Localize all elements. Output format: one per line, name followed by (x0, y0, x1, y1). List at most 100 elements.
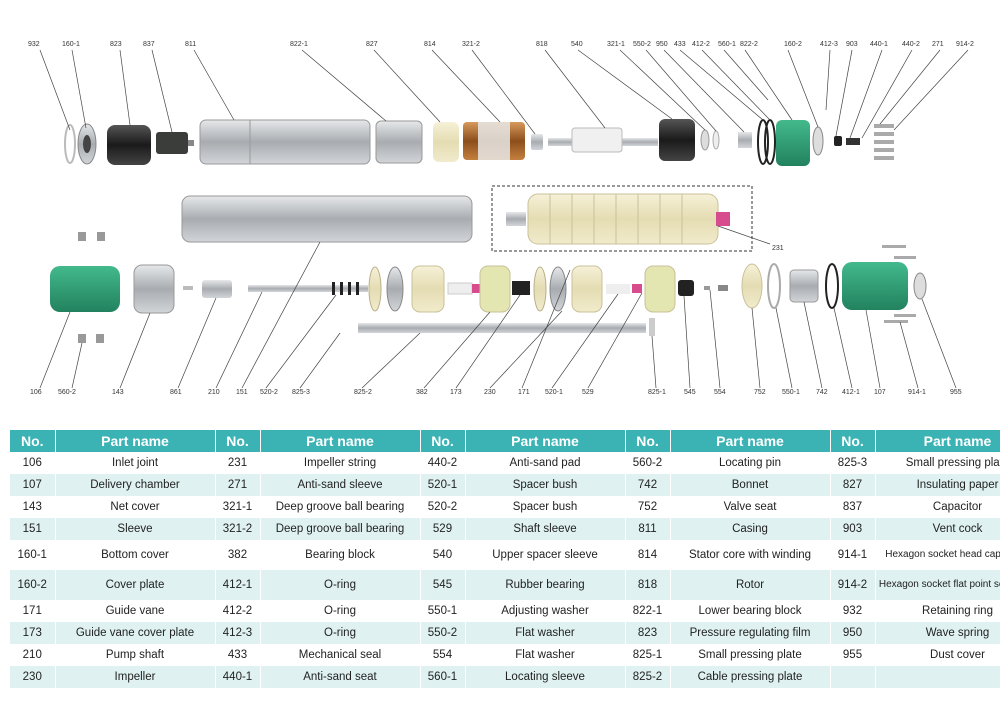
callout-label: 742 (816, 389, 828, 396)
table-cell: 106 (10, 452, 56, 474)
table-cell: 160-2 (10, 570, 56, 600)
callout-label: 560-1 (718, 41, 736, 48)
column-header: No. (625, 430, 671, 452)
top-row-parts (64, 119, 894, 166)
table-cell: Adjusting washer (465, 600, 626, 622)
callout-label: 950 (656, 41, 668, 48)
part-mechanical-seal (738, 132, 752, 148)
column-header: No. (10, 430, 56, 452)
table-cell: 520-1 (420, 474, 466, 496)
callout-label: 827 (366, 41, 378, 48)
table-cell: Rotor (670, 570, 831, 600)
table-cell: Retaining ring (875, 600, 1000, 622)
callout-label: 210 (208, 389, 220, 396)
part-dust-cover (913, 272, 927, 300)
table-cell: 752 (625, 496, 671, 518)
part-lower-bearing-block (375, 120, 423, 164)
table-cell: Flat washer (465, 644, 626, 666)
callout-label: 837 (143, 41, 155, 48)
part-insulating-paper (433, 122, 459, 162)
table-cell: Wave spring (875, 622, 1000, 644)
table-cell: 143 (10, 496, 56, 518)
callout-label: 814 (424, 41, 436, 48)
table-cell (830, 666, 876, 688)
callout-label: 560-2 (58, 389, 76, 396)
table-cell: 412-2 (215, 600, 261, 622)
table-cell: Upper spacer sleeve (465, 540, 626, 570)
table-cell: Rubber bearing (465, 570, 626, 600)
table-cell: Mechanical seal (260, 644, 421, 666)
callout-label: 271 (932, 41, 944, 48)
table-cell: 550-2 (420, 622, 466, 644)
callout-label: 914-1 (908, 389, 926, 396)
table-cell: 825-2 (625, 666, 671, 688)
table-cell: Small pressing plate (875, 452, 1000, 474)
callout-label: 230 (484, 389, 496, 396)
table-cell: Guide vane cover plate (55, 622, 216, 644)
table-cell: 560-2 (625, 452, 671, 474)
table-cell: 271 (215, 474, 261, 496)
table-cell: Bottom cover (55, 540, 216, 570)
callout-label: 822-2 (740, 41, 758, 48)
column-header: Part name (260, 430, 421, 452)
table-cell: 554 (420, 644, 466, 666)
table-cell: Shaft sleeve (465, 518, 626, 540)
table-cell: Flat washer (465, 622, 626, 644)
part-pressure-regulating-film (107, 125, 151, 165)
table-cell: 955 (830, 644, 876, 666)
callout-label: 932 (28, 41, 40, 48)
table-cell: 914-2 (830, 570, 876, 600)
table-cell: Vent cock (875, 518, 1000, 540)
table-cell: Capacitor (875, 496, 1000, 518)
part-anti-sand-sleeve (874, 124, 894, 160)
table-cell: Bearing block (260, 540, 421, 570)
part-deep-groove-bearing (531, 134, 543, 150)
table-cell: 560-1 (420, 666, 466, 688)
leader-lines (39, 49, 969, 389)
exploded-pump-diagram: 932 160-1 823 837 811 822-1 827 814 321-… (28, 41, 974, 396)
callout-label: 955 (950, 389, 962, 396)
table-cell: O-ring (260, 570, 421, 600)
table-cell: 230 (10, 666, 56, 688)
table-cell: 529 (420, 518, 466, 540)
table-cell: 823 (625, 622, 671, 644)
callout-label: 520-1 (545, 389, 563, 396)
callout-label: 818 (536, 41, 548, 48)
column-header: Part name (875, 430, 1000, 452)
table-cell: 433 (215, 644, 261, 666)
part-sleeve (181, 195, 473, 243)
callout-label: 321-2 (462, 41, 480, 48)
table-cell: 811 (625, 518, 671, 540)
table-cell (875, 666, 1000, 688)
part-casing (199, 119, 371, 165)
table-cell: 825-1 (625, 644, 671, 666)
column-header: Part name (55, 430, 216, 452)
part-delivery-chamber (842, 262, 908, 310)
part-retaining-ring (64, 124, 76, 164)
callout-label: 143 (112, 389, 124, 396)
callout-label: 433 (674, 41, 686, 48)
part-net-cover (133, 264, 175, 314)
table-cell: Delivery chamber (55, 474, 216, 496)
table-cell: 827 (830, 474, 876, 496)
table-cell: Cover plate (55, 570, 216, 600)
table-cell: 160-1 (10, 540, 56, 570)
table-cell: 210 (10, 644, 56, 666)
part-valve-seat (741, 263, 763, 309)
callout-label: 107 (874, 389, 886, 396)
column-header: Part name (670, 430, 831, 452)
table-cell: Anti-sand seat (260, 666, 421, 688)
table-cell: 107 (10, 474, 56, 496)
table-cell: 382 (215, 540, 261, 570)
column-header: Part name (465, 430, 626, 452)
table-cell: 171 (10, 600, 56, 622)
table-cell: Impeller (55, 666, 216, 688)
callout-label: 825-2 (354, 389, 372, 396)
table-cell: 822-1 (625, 600, 671, 622)
table-cell: Spacer bush (465, 474, 626, 496)
table-cell: Bonnet (670, 474, 831, 496)
column-header: No. (420, 430, 466, 452)
